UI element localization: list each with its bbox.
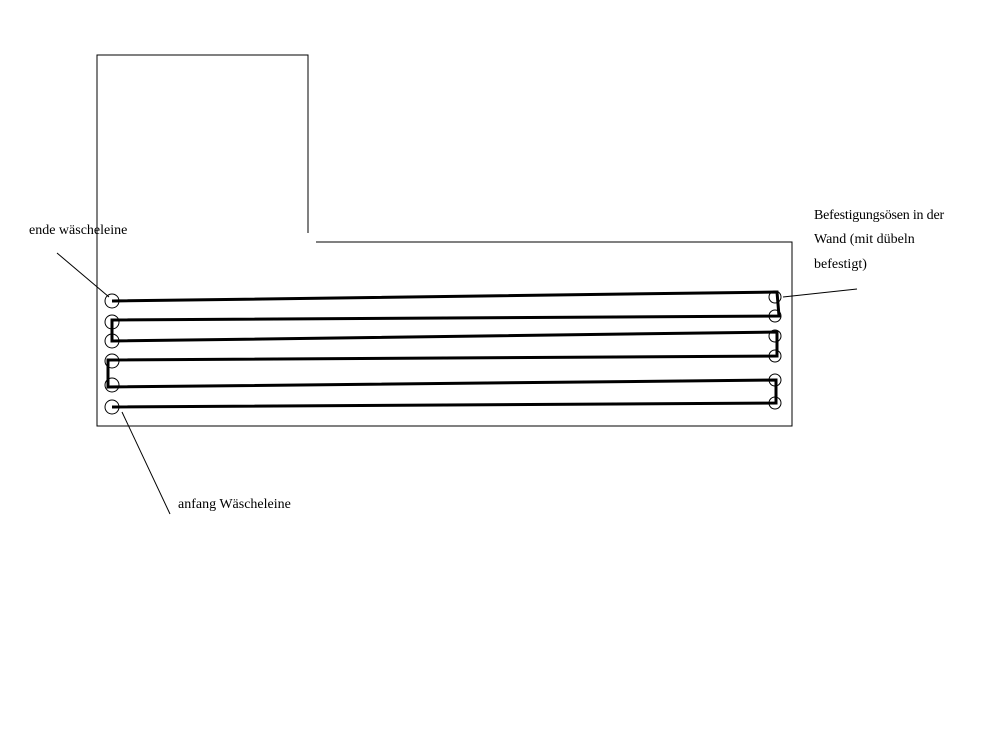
- eyelet: [768, 290, 782, 304]
- right-eyelets: [768, 290, 782, 410]
- upper-room-wall: [96, 54, 309, 242]
- clothesline-path: [106, 290, 781, 409]
- eyelet: [768, 396, 782, 410]
- eyelet: [104, 333, 120, 349]
- eyelet: [104, 353, 120, 369]
- start-label: anfang Wäscheleine: [178, 497, 291, 512]
- start-leader-line: [121, 411, 171, 515]
- end-leader-line: [56, 252, 110, 298]
- room-outline: [96, 54, 793, 427]
- eyelets-label-line3: befestigt): [814, 257, 867, 272]
- eyelet: [104, 399, 120, 415]
- eyelet: [768, 373, 782, 387]
- eyelet: [768, 309, 782, 323]
- eyelet: [104, 314, 120, 330]
- leader-lines: [56, 252, 858, 515]
- eyelets-leader-line: [782, 288, 858, 298]
- eyelet: [768, 349, 782, 363]
- eyelets-label-line2: Wand (mit dübeln: [814, 232, 915, 247]
- lower-room-wall: [96, 241, 793, 427]
- end-label: ende wäscheleine: [29, 223, 127, 238]
- eyelet: [104, 377, 120, 393]
- eyelet: [104, 293, 120, 309]
- clothesline: [106, 290, 781, 409]
- left-eyelets: [104, 293, 120, 415]
- eyelet: [768, 329, 782, 343]
- eyelets-label-line1: Befestigungsösen in der: [814, 208, 944, 223]
